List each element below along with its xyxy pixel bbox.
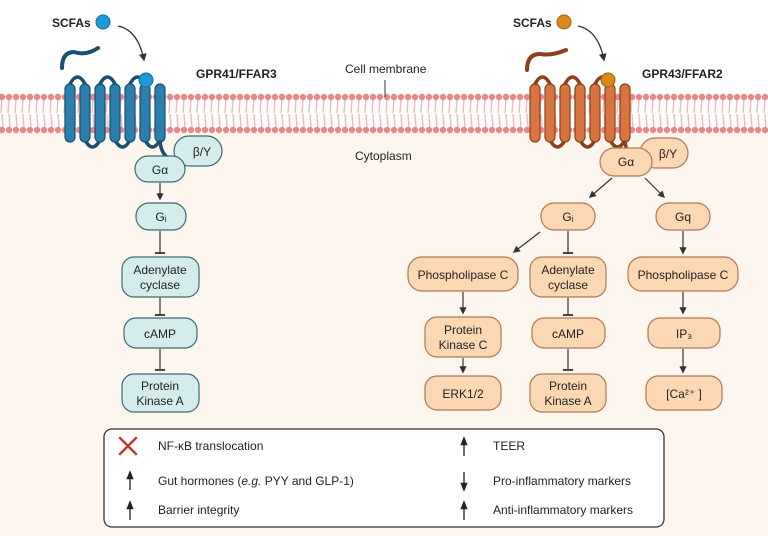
legend-teer: TEER bbox=[493, 439, 525, 453]
left-protein-kinase-a: Protein Kinase A bbox=[121, 373, 200, 413]
right-g-protein: β/Y Gα bbox=[599, 137, 689, 177]
cross-icon bbox=[118, 436, 138, 456]
left-g-protein: β/Y Gα bbox=[134, 135, 223, 183]
svg-text:cyclase: cyclase bbox=[548, 278, 588, 292]
right-calcium: [Ca²⁺ ] bbox=[645, 375, 723, 411]
cell-membrane-label: Cell membrane bbox=[345, 62, 427, 76]
svg-text:Protein: Protein bbox=[444, 323, 482, 337]
legend-barrier: Barrier integrity bbox=[158, 503, 239, 517]
scfa-right-molecule bbox=[556, 14, 572, 30]
svg-text:Gᵢ: Gᵢ bbox=[562, 210, 573, 224]
legend-anti-inflammatory: Anti-inflammatory markers bbox=[493, 503, 633, 517]
right-camp: cAMP bbox=[531, 317, 606, 349]
ffar3-receptor bbox=[60, 46, 176, 162]
scfa-right-label: SCFAs bbox=[513, 16, 552, 30]
svg-text:cAMP: cAMP bbox=[552, 327, 584, 341]
right-protein-kinase-c: Protein Kinase C bbox=[424, 316, 502, 358]
left-gi-box: Gᵢ bbox=[135, 202, 187, 231]
svg-text:Gq: Gq bbox=[675, 210, 691, 224]
svg-text:ERK1/2: ERK1/2 bbox=[442, 387, 484, 401]
svg-text:cAMP: cAMP bbox=[144, 327, 176, 341]
svg-text:Gα: Gα bbox=[152, 163, 168, 177]
scfa-left-arrow bbox=[117, 25, 147, 62]
svg-text:cyclase: cyclase bbox=[140, 278, 180, 292]
right-phospholipase-c-right: Phospholipase C bbox=[627, 256, 739, 292]
svg-text:Adenylate: Adenylate bbox=[133, 263, 187, 277]
legend-nfkb: NF-κB translocation bbox=[158, 439, 263, 453]
svg-text:β/Y: β/Y bbox=[659, 147, 677, 161]
right-protein-kinase-a: Protein Kinase A bbox=[529, 373, 607, 413]
right-gi-box: Gᵢ bbox=[540, 202, 596, 231]
svg-text:Gα: Gα bbox=[618, 155, 634, 169]
svg-text:Kinase C: Kinase C bbox=[439, 338, 488, 352]
right-arrow-galpha-gq bbox=[644, 177, 666, 199]
right-arrow-gi-plc bbox=[512, 231, 541, 253]
left-camp: cAMP bbox=[123, 317, 198, 349]
svg-text:Gᵢ: Gᵢ bbox=[155, 210, 166, 224]
svg-text:β/Y: β/Y bbox=[193, 145, 211, 159]
svg-text:IP₃: IP₃ bbox=[676, 327, 692, 341]
svg-text:Protein: Protein bbox=[141, 379, 179, 393]
ffar2-receptor bbox=[525, 48, 641, 162]
svg-text:Phospholipase C: Phospholipase C bbox=[638, 268, 729, 282]
right-ip3: IP₃ bbox=[647, 317, 721, 349]
scfa-left-bound bbox=[138, 72, 154, 88]
left-adenylate-cyclase: Adenylate cyclase bbox=[121, 256, 200, 298]
scfa-right-arrow bbox=[577, 25, 607, 62]
svg-text:Phospholipase C: Phospholipase C bbox=[418, 268, 509, 282]
svg-text:Protein: Protein bbox=[549, 379, 587, 393]
svg-text:Adenylate: Adenylate bbox=[541, 263, 595, 277]
legend-pro-inflammatory: Pro-inflammatory markers bbox=[493, 474, 631, 488]
right-erk: ERK1/2 bbox=[424, 375, 502, 411]
svg-text:Kinase A: Kinase A bbox=[544, 394, 591, 408]
scfa-left-label: SCFAs bbox=[52, 16, 91, 30]
right-adenylate-cyclase: Adenylate cyclase bbox=[529, 256, 607, 298]
legend-gut-hormones: Gut hormones (e.g. PYY and GLP-1) bbox=[158, 474, 354, 488]
svg-text:[Ca²⁺ ]: [Ca²⁺ ] bbox=[666, 387, 702, 401]
receptor-right-label: GPR43/FFAR2 bbox=[642, 67, 723, 81]
right-arrow-galpha-gi bbox=[588, 177, 613, 198]
receptor-left-label: GPR41/FFAR3 bbox=[196, 67, 277, 81]
legend-box: NF-κB translocation Gut hormones (e.g. P… bbox=[103, 428, 665, 528]
cytoplasm-label: Cytoplasm bbox=[355, 149, 412, 163]
svg-text:Kinase A: Kinase A bbox=[136, 394, 183, 408]
scfa-right-bound bbox=[600, 72, 616, 88]
right-gq-box: Gq bbox=[655, 202, 711, 231]
right-phospholipase-c-left: Phospholipase C bbox=[407, 256, 519, 292]
scfa-left-molecule bbox=[95, 14, 111, 30]
